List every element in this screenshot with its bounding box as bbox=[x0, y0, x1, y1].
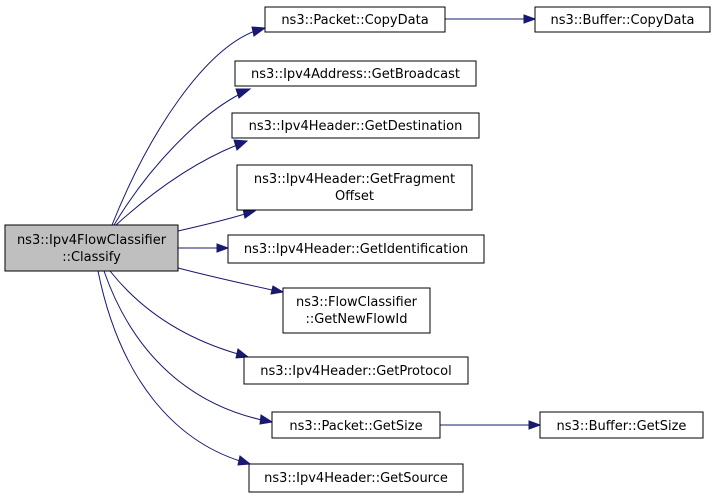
edge-classify-to-getbroadcast bbox=[113, 93, 241, 226]
node-packet-copydata[interactable]: ns3::Packet::CopyData bbox=[264, 6, 446, 33]
node-getnewflowid-label-1: ns3::FlowClassifier bbox=[296, 295, 418, 310]
edge-classify-to-getprotocol bbox=[109, 270, 239, 355]
edge-classify-to-getnewflowid bbox=[177, 267, 273, 291]
node-classify-label-1: ns3::Ipv4FlowClassifier bbox=[17, 233, 167, 248]
arrowhead-buffer-getsize bbox=[528, 420, 542, 430]
arrowhead-packet-getsize bbox=[259, 414, 274, 425]
node-classify[interactable]: ns3::Ipv4FlowClassifier ::Classify bbox=[4, 224, 179, 272]
arrowhead-getprotocol bbox=[235, 348, 250, 359]
arrowhead-getidentification bbox=[216, 243, 230, 253]
node-getbroadcast-label: ns3::Ipv4Address::GetBroadcast bbox=[251, 67, 460, 82]
node-buffer-copydata[interactable]: ns3::Buffer::CopyData bbox=[534, 6, 711, 33]
node-getidentification-label: ns3::Ipv4Header::GetIdentification bbox=[244, 242, 468, 257]
arrowhead-getdestination bbox=[233, 139, 249, 151]
node-getprotocol-label: ns3::Ipv4Header::GetProtocol bbox=[260, 364, 452, 379]
arrowhead-packet-copydata bbox=[251, 26, 267, 37]
arrowhead-getbroadcast bbox=[235, 88, 252, 99]
edge-classify-to-packet-copydata bbox=[111, 30, 256, 226]
arrowheads bbox=[216, 14, 542, 466]
node-getfragmentoffset-label-1: ns3::Ipv4Header::GetFragment bbox=[254, 172, 455, 187]
edge-classify-to-packet-getsize bbox=[103, 270, 263, 421]
node-getidentification[interactable]: ns3::Ipv4Header::GetIdentification bbox=[227, 234, 485, 264]
arrowhead-getnewflowid bbox=[270, 285, 285, 295]
node-buffer-copydata-label: ns3::Buffer::CopyData bbox=[550, 13, 694, 28]
edges bbox=[97, 18, 530, 462]
node-packet-getsize[interactable]: ns3::Packet::GetSize bbox=[271, 411, 441, 439]
node-packet-getsize-label: ns3::Packet::GetSize bbox=[289, 419, 422, 434]
node-getdestination-label: ns3::Ipv4Header::GetDestination bbox=[249, 119, 463, 134]
node-getbroadcast[interactable]: ns3::Ipv4Address::GetBroadcast bbox=[234, 60, 477, 87]
arrowhead-getsource bbox=[237, 455, 252, 466]
node-getprotocol[interactable]: ns3::Ipv4Header::GetProtocol bbox=[243, 356, 469, 385]
arrowhead-buffer-copydata bbox=[523, 14, 537, 24]
node-getfragmentoffset-label-2: Offset bbox=[335, 189, 374, 204]
edge-classify-to-getdestination bbox=[115, 144, 238, 226]
node-getdestination[interactable]: ns3::Ipv4Header::GetDestination bbox=[231, 112, 480, 139]
node-getnewflowid[interactable]: ns3::FlowClassifier ::GetNewFlowId bbox=[282, 287, 431, 334]
node-getnewflowid-label-2: ::GetNewFlowId bbox=[305, 312, 407, 327]
node-getsource-label: ns3::Ipv4Header::GetSource bbox=[264, 471, 448, 486]
node-buffer-getsize-label: ns3::Buffer::GetSize bbox=[557, 419, 687, 434]
node-getsource[interactable]: ns3::Ipv4Header::GetSource bbox=[248, 463, 464, 493]
edge-classify-to-getfragmentoffset bbox=[177, 213, 246, 232]
node-getfragmentoffset[interactable]: ns3::Ipv4Header::GetFragment Offset bbox=[236, 164, 473, 211]
edge-classify-to-getsource bbox=[97, 270, 241, 462]
node-packet-copydata-label: ns3::Packet::CopyData bbox=[281, 13, 428, 28]
node-classify-label-2: ::Classify bbox=[62, 250, 121, 265]
node-buffer-getsize[interactable]: ns3::Buffer::GetSize bbox=[539, 411, 704, 439]
